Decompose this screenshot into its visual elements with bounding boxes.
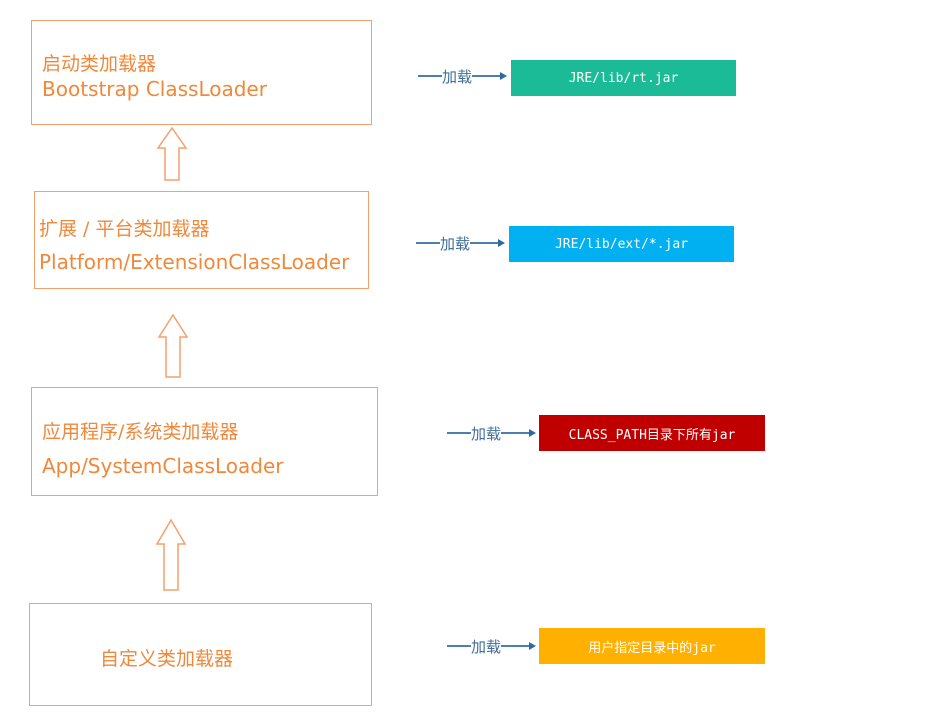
up-arrow-icon xyxy=(156,126,188,181)
load-connector: 加载 xyxy=(447,423,537,443)
target-user-jar: 用户指定目录中的jar xyxy=(539,628,765,664)
loader-name-cn: 启动类加载器 xyxy=(42,53,157,75)
arrow-right-icon xyxy=(529,642,537,650)
loader-name-en: App/SystemClassLoader xyxy=(42,454,284,478)
load-connector: 加载 xyxy=(416,233,506,253)
load-label: 加载 xyxy=(442,67,473,86)
loader-name-cn: 应用程序/系统类加载器 xyxy=(42,421,239,443)
loader-name-cn: 自定义类加载器 xyxy=(100,648,234,670)
load-label: 加载 xyxy=(440,234,471,253)
bootstrap-loader-box: 启动类加载器 Bootstrap ClassLoader xyxy=(31,20,372,125)
loader-name-en: Bootstrap ClassLoader xyxy=(42,77,267,101)
load-label: 加载 xyxy=(471,637,502,656)
arrow-right-icon xyxy=(500,72,508,80)
load-connector: 加载 xyxy=(418,66,508,86)
up-arrow-icon xyxy=(155,518,187,591)
arrow-right-icon xyxy=(529,429,537,437)
load-connector: 加载 xyxy=(447,636,537,656)
loader-name-en: Platform/ExtensionClassLoader xyxy=(39,250,350,274)
load-label: 加载 xyxy=(471,424,502,443)
loader-name-cn: 扩展 / 平台类加载器 xyxy=(39,218,210,240)
arrow-right-icon xyxy=(498,239,506,247)
target-classpath-jar: CLASS_PATH目录下所有jar xyxy=(539,415,765,451)
target-ext-jar: JRE/lib/ext/*.jar xyxy=(509,226,734,262)
platform-loader-box: 扩展 / 平台类加载器 Platform/ExtensionClassLoade… xyxy=(34,191,369,289)
up-arrow-icon xyxy=(157,313,189,378)
target-rt-jar: JRE/lib/rt.jar xyxy=(511,60,736,96)
custom-loader-box: 自定义类加载器 xyxy=(29,603,372,706)
app-loader-box: 应用程序/系统类加载器 App/SystemClassLoader xyxy=(31,387,378,496)
